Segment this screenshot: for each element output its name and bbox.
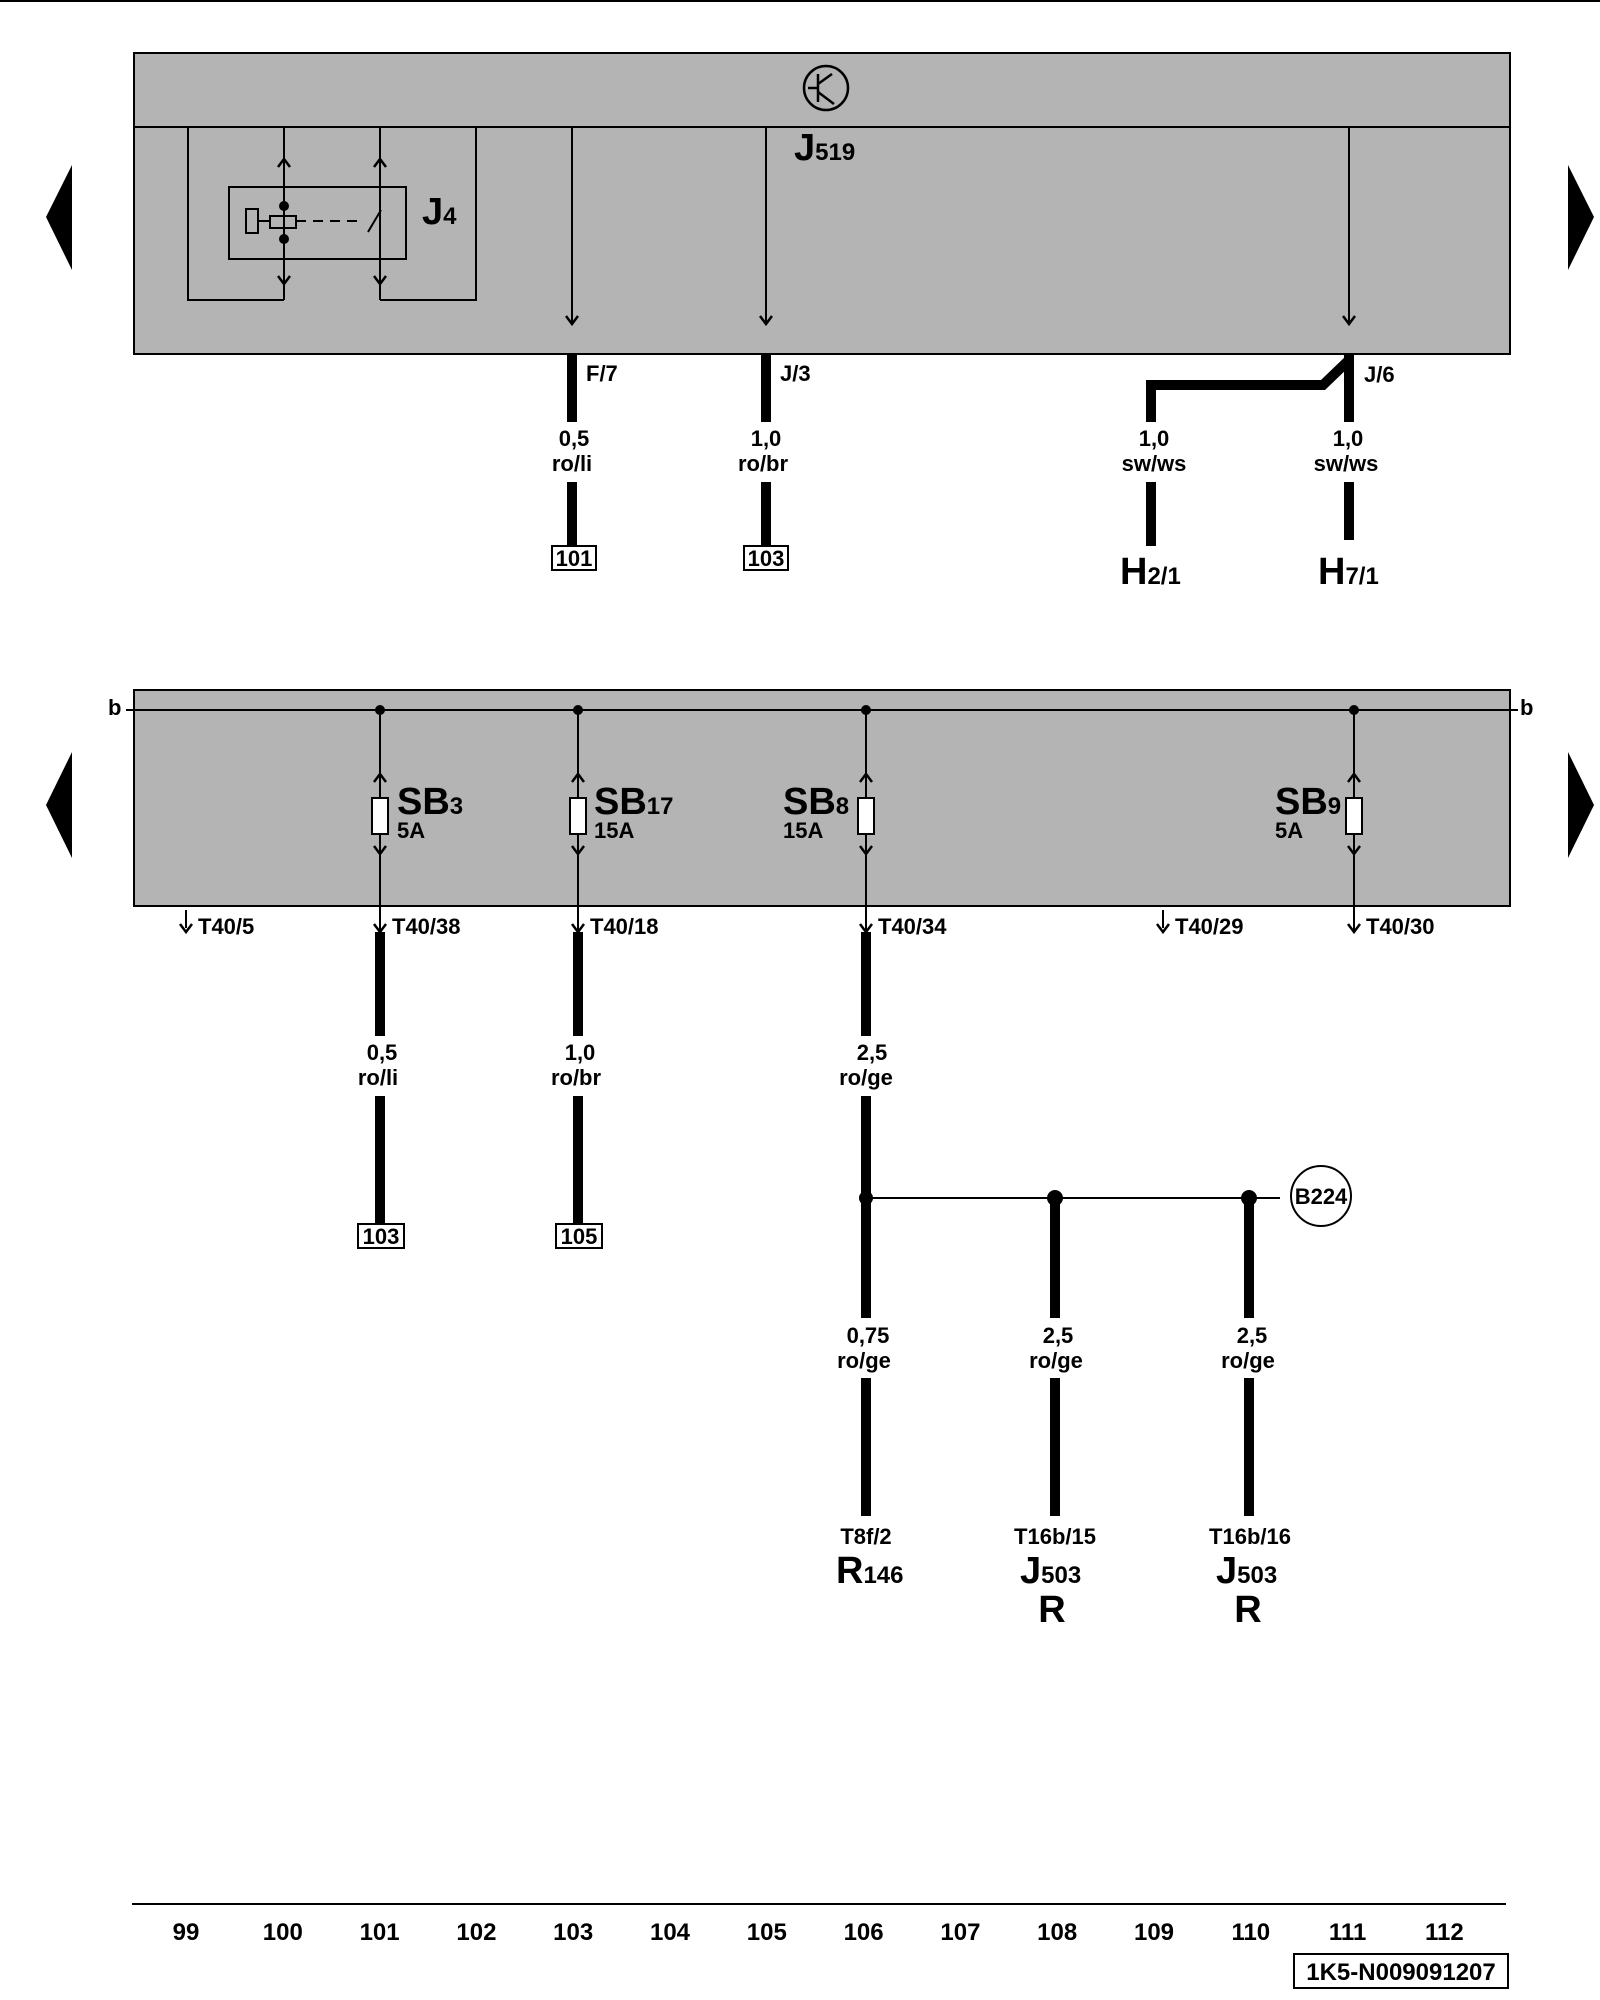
dest-label: H7/1 (1318, 551, 1379, 593)
prev-page-arrow-icon[interactable] (46, 165, 72, 270)
top-wires: F/7 J/3 J/6 0,5 ro/li 101 1,0 ro/br 103 … (551, 354, 1395, 593)
wire-color: ro/li (552, 451, 592, 476)
wire-gauge: 1,0 (1139, 426, 1170, 451)
prev-page-arrow-lower-icon[interactable] (46, 752, 72, 858)
column-number: 102 (456, 1919, 496, 1946)
dest-extra: R (1234, 1589, 1261, 1631)
fuse-sb3[interactable]: SB3 5A (371, 705, 463, 932)
wire-gauge: 1,0 (1333, 426, 1364, 451)
wire-gauge: 0,5 (367, 1040, 398, 1065)
pin-label: T40/38 (392, 914, 461, 939)
dest-label: R146 (836, 1550, 904, 1592)
fuse-label: SB8 (783, 781, 849, 823)
wire-color: ro/br (738, 451, 789, 476)
page-ref-box[interactable] (357, 1223, 405, 1249)
column-number: 107 (940, 1919, 980, 1946)
next-page-arrow-lower-icon[interactable] (1568, 752, 1594, 858)
column-number: 100 (263, 1919, 303, 1946)
pin-f7-label: F/7 (586, 361, 618, 386)
wire-color: ro/ge (837, 1348, 891, 1373)
column-number: 110 (1231, 1919, 1270, 1946)
electronic-module-icon (802, 64, 850, 112)
relay-label: J4 (422, 191, 457, 233)
pin-label: T40/29 (1175, 914, 1244, 939)
fuse-rating: 15A (783, 818, 823, 843)
column-number: 106 (844, 1919, 884, 1946)
connector-t40-pins: T40/5 T40/38 T40/18 T40/34 T40/29 T40/30 (179, 910, 1435, 939)
dest-label: H2/1 (1120, 551, 1181, 593)
page-ref-box[interactable] (555, 1223, 603, 1249)
wire-gauge: 2,5 (1043, 1323, 1074, 1348)
fuse-sb17[interactable]: SB17 15A (569, 705, 674, 932)
page-ref-box[interactable] (743, 545, 789, 571)
column-number: 103 (553, 1919, 593, 1946)
dest-extra: R (1038, 1589, 1065, 1631)
wire-color: ro/ge (1221, 1348, 1275, 1373)
wire-color: ro/br (551, 1065, 602, 1090)
column-number: 99 (173, 1919, 200, 1946)
fuse-sb9[interactable]: SB9 5A (1275, 705, 1363, 932)
fuse-rating: 15A (594, 818, 634, 843)
branch-pin-label: T16b/15 (1014, 1524, 1096, 1549)
branch-pin-label: T8f/2 (840, 1524, 891, 1549)
page-ref-text: 105 (561, 1224, 598, 1249)
fuse-label: SB17 (594, 781, 674, 823)
wire-color: ro/ge (1029, 1348, 1083, 1373)
page-ref-text: 101 (556, 546, 593, 571)
wire-gauge: 1,0 (565, 1040, 596, 1065)
page-ref-text: 103 (748, 546, 785, 571)
relay-j4-circuit: J4 (187, 127, 477, 301)
fuse-rating: 5A (397, 818, 425, 843)
splice-label: B224 (1295, 1184, 1348, 1209)
wire-gauge: 2,5 (1237, 1323, 1268, 1348)
wire-color: sw/ws (1122, 451, 1187, 476)
dest-label: J503 (1216, 1550, 1277, 1592)
wire-gauge: 1,0 (751, 426, 782, 451)
pin-label: T40/5 (198, 914, 254, 939)
column-number: 111 (1329, 1919, 1366, 1946)
page-ref-text: 103 (363, 1224, 400, 1249)
column-number: 108 (1037, 1919, 1077, 1946)
fuse-label: SB9 (1275, 781, 1341, 823)
bus-label-left: b (108, 695, 121, 720)
relay-switch-icon (367, 209, 382, 233)
column-number: 109 (1134, 1919, 1174, 1946)
fuse-rating: 5A (1275, 818, 1303, 843)
splice-b224-icon[interactable] (1290, 1165, 1352, 1227)
wire-color: ro/li (358, 1065, 398, 1090)
wire-gauge: 2,5 (857, 1040, 888, 1065)
pin-label: T40/34 (878, 914, 947, 939)
wire-gauge: 0,5 (559, 426, 590, 451)
page-ref-box[interactable] (551, 545, 597, 571)
fuse-holder-panel: b b SB3 5A SB17 15A (108, 689, 1533, 932)
branch-pin-label: T16b/16 (1209, 1524, 1291, 1549)
doc-id-text: 1K5-N009091207 (1306, 1959, 1495, 1986)
wire-gauge: 0,75 (847, 1323, 890, 1348)
column-number: 104 (650, 1919, 691, 1946)
relay-j4-box (228, 186, 407, 260)
pin-j6-label: J/6 (1364, 362, 1395, 387)
doc-id-box (1293, 1953, 1509, 1989)
next-page-arrow-icon[interactable] (1568, 165, 1594, 270)
column-number-row: 99 100 101 102 103 104 105 106 107 108 109 110 111 11… (173, 1919, 1464, 1946)
column-number: 101 (360, 1919, 400, 1946)
column-number: 105 (747, 1919, 787, 1946)
top-control-unit-panel: J519 J4 (133, 52, 1511, 355)
bus-label-right: b (1520, 695, 1533, 720)
pin-label: T40/18 (590, 914, 659, 939)
bottom-wires: 0,5 ro/li 103 1,0 ro/br 105 2,5 ro/ge B2… (357, 932, 1352, 1631)
fuse-sb8[interactable]: SB8 15A (783, 705, 875, 932)
wire-color: sw/ws (1314, 451, 1379, 476)
column-number: 112 (1425, 1919, 1464, 1946)
control-unit-label: J519 (794, 127, 855, 169)
j519-panel-box (133, 52, 1511, 355)
wire-color: ro/ge (839, 1065, 893, 1090)
pin-label: T40/30 (1366, 914, 1435, 939)
fuse-label: SB3 (397, 781, 463, 823)
dest-label: J503 (1020, 1550, 1081, 1592)
fuse-panel-box (133, 689, 1511, 907)
pin-j3-label: J/3 (780, 361, 811, 386)
